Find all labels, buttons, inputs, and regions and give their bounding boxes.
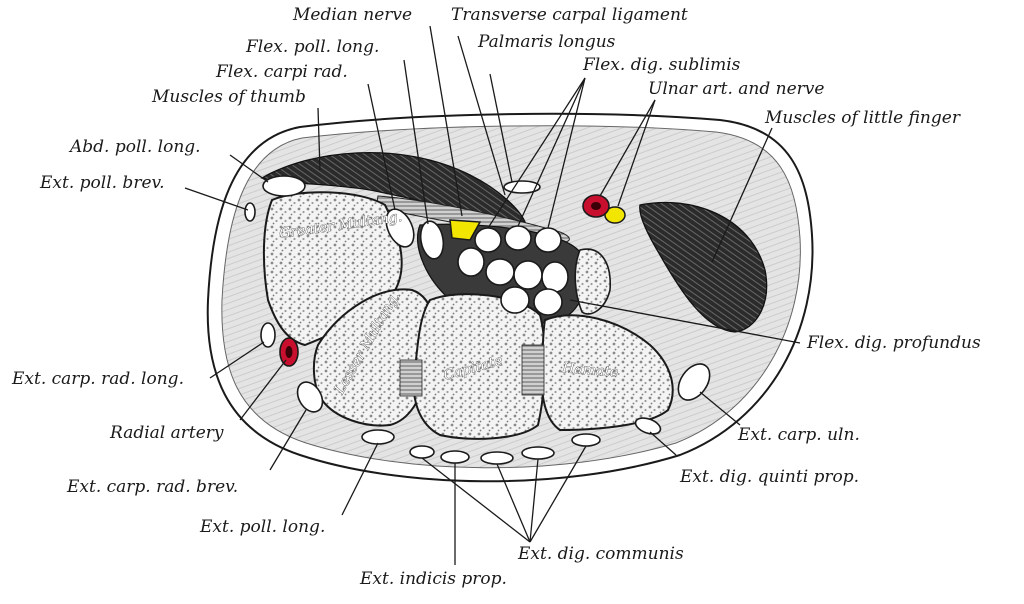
leader-lines [184,25,801,565]
median-nerve [449,219,482,241]
ext-indicis-prop-tendon [440,450,470,464]
ulnar-nerve [604,206,626,224]
palmaris-longus-tendon [503,180,541,194]
label-muscles-of-thumb: Muscles of thumb [151,87,306,107]
ext-carp-rad-long-tendon [260,322,276,348]
label-ext-carp-rad-long: Ext. carp. rad. long. [11,369,184,389]
bone-label-hamate: Hamate [561,360,619,381]
ext-carp-rad-brev-tendon [296,381,324,413]
ext-poll-brev-tendon [244,202,256,222]
ext-carp-uln-tendon [677,363,711,401]
ext-dig-communis-tendon-1 [409,445,435,459]
label-flex-poll-long: Flex. poll. long. [245,37,379,57]
label-ext-poll-brev: Ext. poll. brev. [39,173,165,193]
label-ext-poll-long: Ext. poll. long. [199,517,325,537]
flex-dig-profundus-tendon-5 [533,288,563,316]
label-abd-poll-long: Abd. poll. long. [68,137,201,157]
flex-dig-profundus-tendon-3 [541,261,569,293]
little-finger-muscles [639,201,768,333]
ext-dig-quinti-prop-tendon [634,417,662,435]
label-palmaris-longus: Palmaris longus [477,32,616,52]
flex-dig-profundus-tendon-4 [500,286,530,314]
flex-dig-sublimis-tendon-2 [504,225,532,251]
label-ext-dig-quinti-prop: Ext. dig. quinti prop. [679,467,859,487]
abd-poll-long-tendon [262,175,306,197]
flex-dig-sublimis-tendon-4 [457,247,485,277]
flex-carpi-rad-tendon [385,208,415,248]
interosseous-ligament-2 [521,344,545,396]
ext-dig-communis-tendon-3 [521,446,555,460]
label-flex-dig-profundus: Flex. dig. profundus [806,333,981,353]
label-radial-artery: Radial artery [109,423,224,443]
flex-dig-sublimis-tendon-3 [534,227,562,253]
thumb-muscles [260,152,527,223]
label-transverse-carpal-ligament: Transverse carpal ligament [451,5,688,25]
ext-poll-long-tendon [361,429,395,445]
label-ulnar-art-nerve: Ulnar art. and nerve [648,79,824,99]
ext-dig-communis-tendon-4 [571,433,601,447]
label-ext-dig-communis: Ext. dig. communis [517,544,684,564]
ext-dig-communis-tendon-2 [480,451,514,465]
label-muscles-little-finger: Muscles of little finger [764,108,961,128]
label-flex-dig-sublimis: Flex. dig. sublimis [582,55,741,75]
label-ext-indicis-prop: Ext. indicis prop. [359,569,507,589]
label-median-nerve: Median nerve [292,5,412,25]
flex-poll-long-tendon [419,220,445,260]
flex-dig-profundus-tendon-2 [513,260,543,290]
label-ext-carp-rad-brev: Ext. carp. rad. brev. [66,477,238,497]
ulnar-artery-lumen [591,202,601,210]
radial-artery-lumen [285,346,293,358]
label-ext-carp-uln: Ext. carp. uln. [737,425,860,445]
flex-dig-profundus-tendon-1 [485,258,515,286]
interosseous-ligament-1 [399,359,423,397]
label-flex-carpi-rad: Flex. carpi rad. [215,62,348,82]
hamate-hook [574,248,611,315]
flex-dig-sublimis-tendon-1 [474,227,502,253]
